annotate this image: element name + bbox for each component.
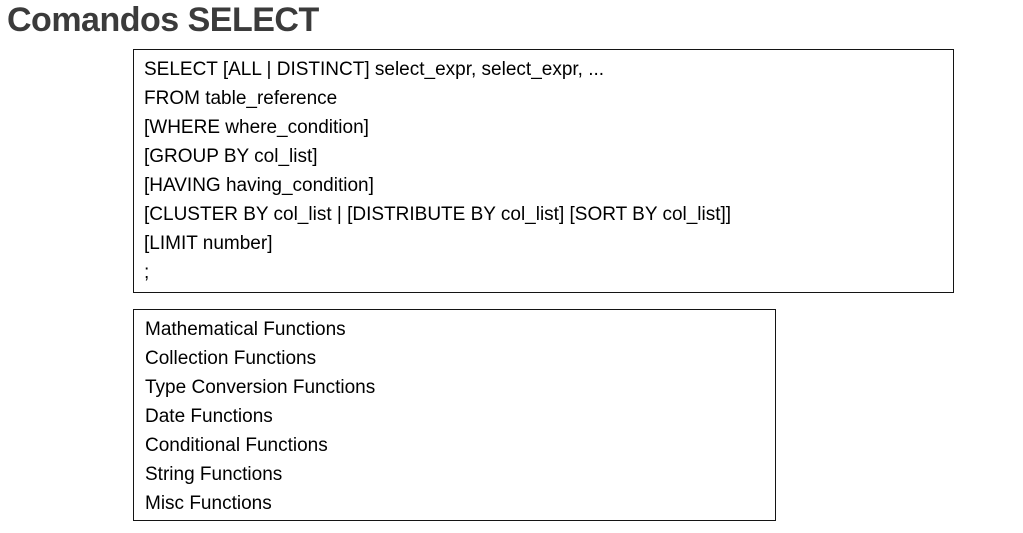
function-category: Misc Functions xyxy=(145,493,272,514)
syntax-line: [WHERE where_condition] xyxy=(144,117,369,138)
page-title: Comandos SELECT xyxy=(7,1,319,39)
function-category: Date Functions xyxy=(145,406,273,427)
syntax-line: [LIMIT number] xyxy=(144,233,273,254)
function-category: Type Conversion Functions xyxy=(145,377,376,398)
function-category: Conditional Functions xyxy=(145,435,328,456)
functions-list-box: Mathematical Functions Collection Functi… xyxy=(133,309,776,521)
syntax-line: [CLUSTER BY col_list | [DISTRIBUTE BY co… xyxy=(144,204,732,225)
syntax-line: ; xyxy=(144,262,150,283)
select-syntax-box: SELECT [ALL | DISTINCT] select_expr, sel… xyxy=(133,49,954,293)
function-category: String Functions xyxy=(145,464,283,485)
function-category: Mathematical Functions xyxy=(145,319,346,340)
function-category: Collection Functions xyxy=(145,348,317,369)
syntax-line: [GROUP BY col_list] xyxy=(144,146,318,167)
syntax-line: SELECT [ALL | DISTINCT] select_expr, sel… xyxy=(144,59,605,80)
syntax-line: [HAVING having_condition] xyxy=(144,175,374,196)
syntax-line: FROM table_reference xyxy=(144,88,338,109)
